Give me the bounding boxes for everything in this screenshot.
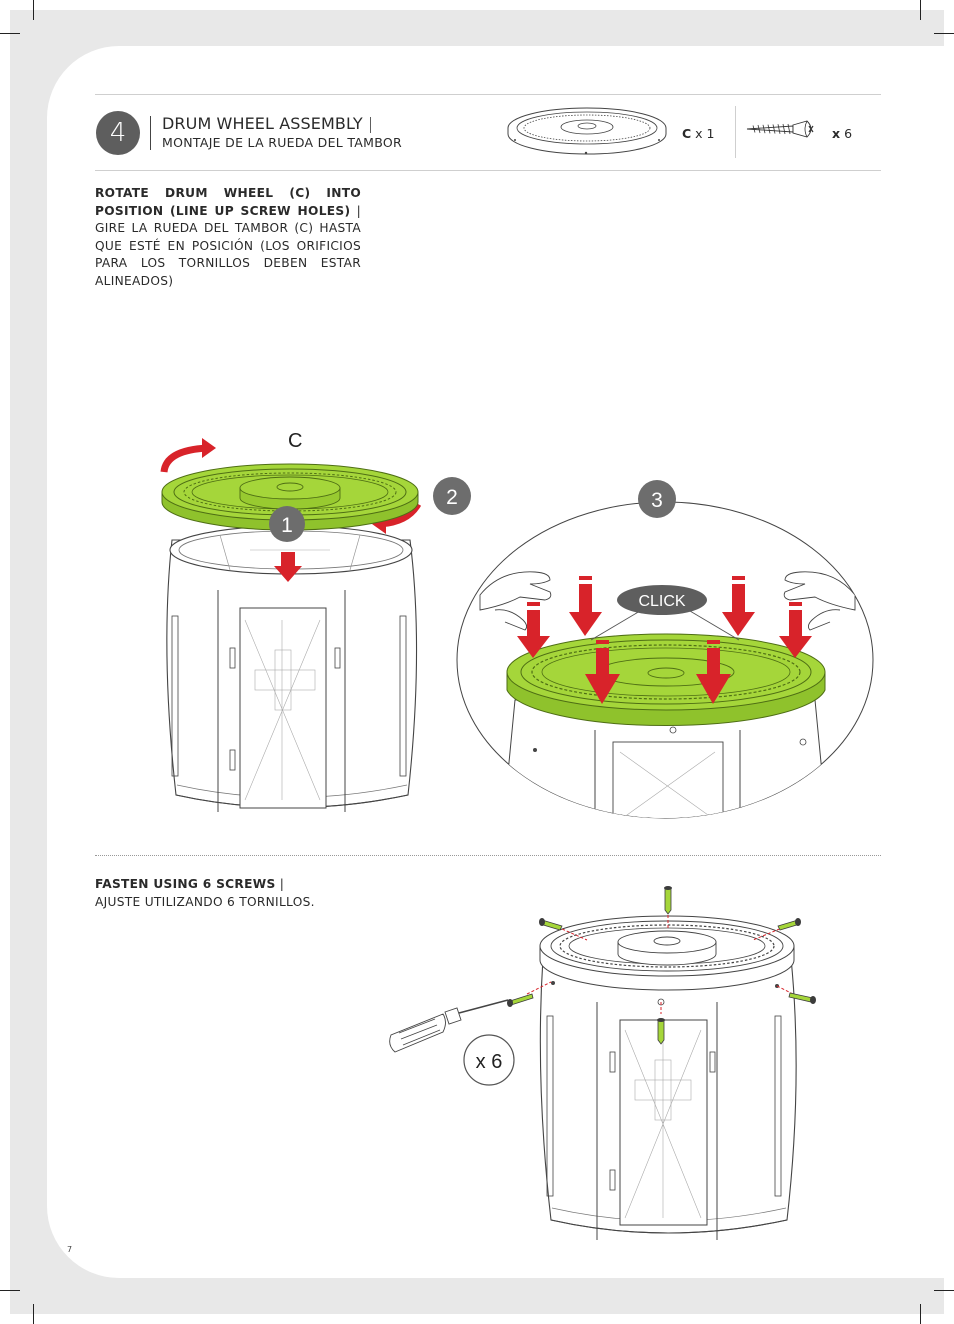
screw-icon: [746, 120, 814, 138]
section-divider: [95, 855, 881, 856]
wheel-click-detail: CLICK 3: [456, 480, 874, 819]
part-c-quantity: C x 1: [682, 126, 715, 141]
instruction-rotate-wheel: ROTATE DRUM WHEEL (C) INTO POSITION (LIN…: [95, 185, 361, 290]
crop-mark: [33, 1304, 34, 1324]
crop-mark: [934, 1290, 954, 1291]
part-c-letter: C: [682, 126, 692, 141]
title-en-text: DRUM WHEEL ASSEMBLY: [162, 114, 363, 133]
crop-mark: [920, 1304, 921, 1324]
screw-quantity: x 6: [832, 126, 852, 141]
screw-count: 6: [844, 126, 853, 141]
step-number-badge: 4: [96, 111, 140, 155]
screw-count-badge: x 6: [476, 1051, 503, 1073]
instruction-2-separator: |: [279, 877, 285, 891]
crop-mark: [934, 33, 954, 34]
crop-mark: [33, 0, 34, 20]
step-title-english: DRUM WHEEL ASSEMBLY |: [162, 114, 373, 133]
screw-letter: x: [832, 126, 841, 141]
header-top-rule: [95, 94, 881, 95]
part-c-callout-label: C: [288, 430, 302, 452]
drum-rotate-illustration: C 1 2: [160, 430, 471, 812]
step-title-spanish: MONTAJE DE LA RUEDA DEL TAMBOR: [162, 135, 403, 150]
instruction-1-english: ROTATE DRUM WHEEL (C) INTO POSITION (LIN…: [95, 186, 361, 218]
instruction-2-english: FASTEN USING 6 SCREWS: [95, 877, 276, 891]
callout-2: 2: [446, 486, 458, 509]
instruction-fasten-screws: FASTEN USING 6 SCREWS | AJUSTE UTILIZAND…: [95, 876, 315, 911]
header-bottom-rule: [95, 170, 881, 171]
drum-fasten-illustration: x 6: [389, 886, 816, 1240]
instruction-2-spanish: AJUSTE UTILIZANDO 6 TORNILLOS.: [95, 894, 315, 909]
crop-mark: [0, 1290, 20, 1291]
page-number: 7: [67, 1245, 73, 1254]
parts-divider: [735, 106, 736, 158]
crop-mark: [0, 33, 20, 34]
title-divider: [150, 116, 151, 150]
drum-wheel-icon: [507, 107, 667, 155]
callout-1: 1: [281, 514, 293, 537]
title-separator: |: [367, 114, 374, 133]
part-c-count: x 1: [695, 126, 715, 141]
instruction-1-spanish: | GIRE LA RUEDA DEL TAMBOR (C) HASTA QUE…: [95, 203, 361, 288]
callout-3: 3: [651, 489, 663, 512]
crop-mark: [920, 0, 921, 20]
click-label: CLICK: [638, 593, 685, 610]
